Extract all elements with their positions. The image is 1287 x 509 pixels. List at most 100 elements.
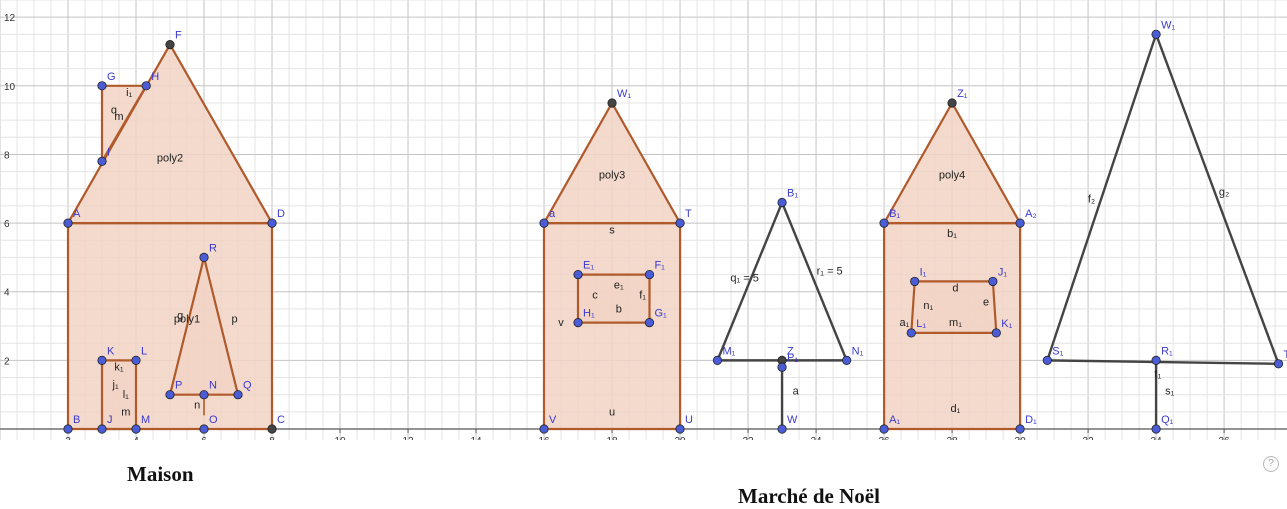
poly-chalet1-roof (542, 101, 682, 225)
point-label: K (107, 345, 115, 357)
x-tick-label: 20 (674, 436, 686, 440)
point (63, 424, 73, 434)
point-label: Q₁ (1161, 414, 1174, 426)
point-label: H (151, 71, 159, 83)
point (879, 218, 889, 228)
point (165, 40, 175, 50)
object-label: f₁ (639, 290, 646, 302)
point (947, 98, 957, 108)
point (675, 218, 685, 228)
point (906, 328, 916, 338)
point-label: N (209, 380, 217, 392)
point-label: M₁ (722, 345, 735, 357)
point-label: F₁ (654, 260, 665, 272)
point-label: M (141, 414, 150, 426)
object-label: n₁ (923, 300, 933, 312)
object-label: n (194, 399, 200, 411)
caption-maison: Maison (127, 462, 194, 486)
point-label: F (175, 30, 182, 42)
point (777, 197, 787, 208)
point-label: H₁ (583, 308, 595, 320)
x-tick-label: 26 (879, 436, 891, 440)
poly-chimney (100, 84, 148, 163)
point-label: Z (787, 345, 794, 357)
x-tick-label: 16 (538, 436, 550, 440)
point-label: K₁ (1001, 318, 1012, 330)
point-label: O (209, 414, 218, 426)
point (1273, 359, 1284, 369)
x-tick-label: 24 (811, 436, 823, 440)
y-tick-label: 10 (4, 82, 16, 93)
seg-q1 (716, 202, 784, 361)
point (1151, 355, 1161, 365)
point-label: P (175, 380, 182, 392)
object-label: b₁ (947, 228, 957, 240)
point (1015, 424, 1025, 434)
x-tick-label: 12 (402, 436, 414, 440)
point (879, 424, 889, 434)
point (97, 156, 107, 166)
point-label: D (277, 208, 285, 220)
poly-chalet2-roof (882, 101, 1022, 225)
point (644, 318, 655, 328)
object-label: g (177, 310, 183, 322)
point (141, 81, 151, 91)
x-tick-label: 8 (269, 436, 275, 440)
x-tick-label: 6 (201, 436, 207, 440)
x-tick-label: 18 (606, 436, 618, 440)
point-label: A₂ (1025, 208, 1037, 220)
poly-maison-roof (66, 43, 274, 225)
point-label: T (685, 208, 692, 220)
point (199, 390, 209, 400)
point-label: W₁ (617, 88, 631, 100)
seg-base2 (1047, 359, 1279, 366)
point (165, 390, 175, 400)
object-label: poly2 (157, 152, 183, 164)
point-label: J (107, 414, 113, 426)
point (1151, 424, 1161, 434)
point (97, 424, 107, 434)
point (267, 218, 277, 228)
point-label: N₁ (852, 345, 864, 357)
point-label: E₁ (583, 260, 594, 272)
object-label: b (616, 303, 622, 315)
point (1042, 355, 1052, 365)
seg-r1 (780, 202, 848, 361)
object-label: e₁ (614, 279, 624, 291)
x-tick-label: 32 (1083, 436, 1095, 440)
point (777, 362, 787, 372)
point-label: T (1283, 349, 1287, 361)
point-label: W (787, 414, 798, 426)
geometry-canvas[interactable]: 2468101214161820222426283032343624681012… (0, 0, 1287, 440)
point-label: B₁ (889, 208, 900, 220)
help-icon[interactable]: ? (1263, 456, 1279, 472)
point (267, 424, 277, 434)
seg-g2 (1154, 33, 1280, 365)
object-label: j₁ (112, 379, 119, 391)
point-label: B₁ (787, 187, 798, 199)
y-tick-label: 12 (4, 13, 16, 24)
object-label: u (609, 406, 615, 418)
point (910, 276, 920, 287)
point (607, 98, 617, 108)
point (63, 218, 73, 228)
x-tick-label: 30 (1015, 436, 1027, 440)
point (644, 269, 655, 280)
x-tick-label: 4 (133, 436, 139, 440)
point (539, 424, 549, 434)
object-label: m (121, 406, 130, 418)
y-tick-label: 2 (4, 356, 10, 367)
point (712, 355, 723, 365)
point (539, 218, 549, 228)
point-label: L₁ (916, 318, 926, 330)
x-tick-label: 34 (1151, 436, 1163, 440)
object-label: g₂ (1219, 187, 1229, 199)
point-label: B (73, 414, 80, 426)
object-label: p (232, 314, 238, 326)
y-tick-label: 4 (4, 288, 10, 299)
point-label: Q (243, 380, 252, 392)
point-label: S₁ (1052, 345, 1063, 357)
object-label: a₁ (900, 317, 910, 329)
